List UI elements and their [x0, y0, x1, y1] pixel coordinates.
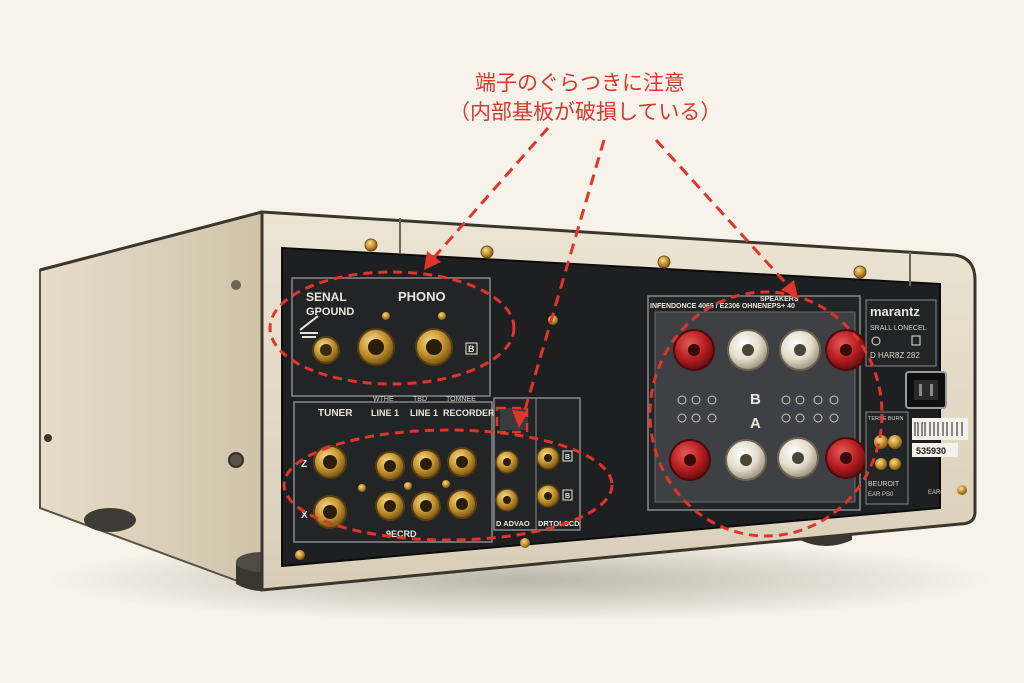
digital-panel: B B D ADVAO DRTOLSCD	[493, 397, 581, 531]
signal-ground-label-2: GPOUND	[306, 306, 354, 318]
annotation-line-1: 端子のぐらつきに注意	[475, 71, 685, 95]
digital-highlight	[495, 406, 529, 434]
corner-label: EAROI00	[928, 490, 954, 496]
phono-highlight	[268, 270, 516, 386]
signal-ground-label-1: SENAL	[306, 290, 347, 304]
phono-panel: SENAL GPOUND PHONO B	[291, 277, 491, 397]
recorder-label: RECORDER	[443, 408, 495, 418]
chassis-side	[39, 210, 263, 592]
digital-label-right: DRTOLSCD	[538, 519, 580, 528]
recorder-top-label: TOMNEE	[446, 396, 476, 403]
digital-marker-top: B	[565, 454, 570, 461]
line-panel-bottom-label: 9ECRD	[386, 529, 417, 539]
ground-symbol-icon	[299, 315, 319, 338]
line1b-label: LINE 1	[410, 408, 438, 418]
certification-icon	[871, 336, 881, 346]
marker-x: X	[301, 510, 308, 521]
speaker-row-a-label: A	[750, 415, 761, 432]
digital-label-left: D ADVAO	[496, 519, 530, 528]
line1b-top-label: TBD	[413, 396, 427, 403]
speakers-title: SPEAKERS	[760, 296, 799, 303]
brand-info-line: SRALL LONECEL	[870, 325, 927, 332]
speaker-highlight	[648, 290, 884, 538]
remote-jack-2[interactable]	[888, 435, 902, 449]
tuner-label: TUNER	[318, 408, 353, 419]
remote-heading: TERSE BURN	[868, 416, 903, 422]
brand-power-panel: marantz SRALL LONECEL D HAR8Z 282 TERSE …	[865, 299, 968, 505]
phono-label: PHONO	[398, 289, 446, 304]
digital-marker-bottom: B	[565, 493, 570, 500]
speaker-row-b-label: B	[750, 391, 761, 408]
speaker-terminal-panel: INFENDONCE 4066 / E2306 OHNENEPS+ 40 SPE…	[647, 295, 867, 511]
annotation-line-2: （内部基板が破損している）	[449, 100, 721, 124]
barcode-sticker	[912, 418, 968, 440]
annotation-highlights	[268, 270, 884, 542]
line1a-top-label: WTHE	[373, 396, 394, 403]
annotation-arrows	[428, 127, 794, 421]
line1a-label: LINE 1	[371, 408, 399, 418]
speaker-header-label: INFENDONCE 4066 / E2306 OHNENEPS+ 40	[650, 303, 795, 310]
model-number: D HAR8Z 282	[870, 351, 920, 360]
remote-label-2: EAR PS0	[868, 492, 894, 498]
remote-label-1: BEUROIT	[868, 481, 900, 488]
line-digital-highlight	[282, 428, 614, 542]
panel-screws	[295, 238, 967, 560]
brand-logo: marantz	[870, 304, 920, 319]
line-inputs-panel: TUNER WTHE LINE 1 TBD LINE 1 TOMNEE RECO…	[293, 396, 495, 543]
serial-sticker: 535930	[916, 446, 946, 456]
terminal-marks	[677, 395, 839, 423]
marker-z: Z	[301, 459, 307, 470]
phono-b-marker: B	[468, 344, 475, 354]
arrow-heads	[424, 251, 798, 428]
